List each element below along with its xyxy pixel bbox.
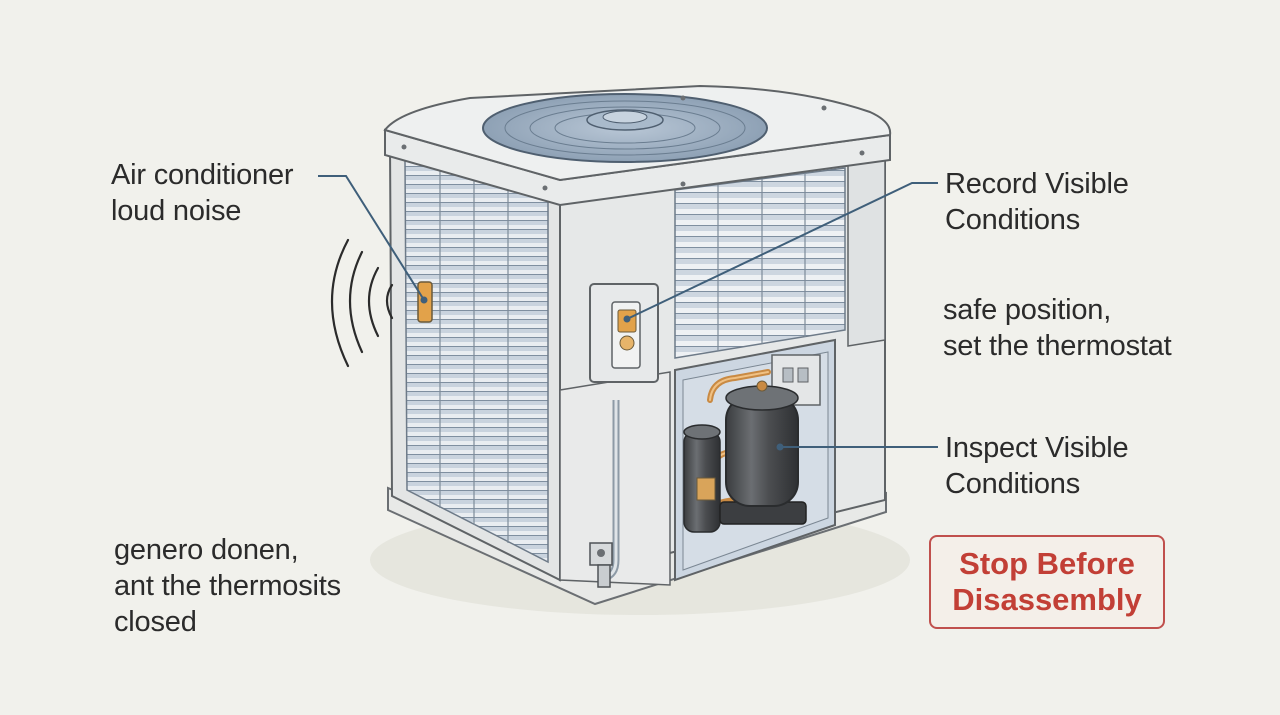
- stop-before-disassembly-warning: Stop Before Disassembly: [929, 535, 1165, 629]
- disconnect-box-icon: [589, 283, 659, 383]
- callout-line: Inspect Visible: [945, 432, 1129, 464]
- callout-line: Air conditioner: [111, 159, 294, 191]
- fan-grille-icon: [482, 93, 768, 163]
- callout-safe-position: safe position, set the thermostat: [943, 292, 1172, 364]
- compressor-small-icon: [683, 424, 721, 533]
- callout-air-conditioner-noise: Air conditioner loud noise: [111, 157, 294, 229]
- callout-line: Conditions: [945, 204, 1081, 236]
- service-valve-icon: [589, 542, 613, 588]
- callout-line: Conditions: [945, 468, 1081, 500]
- warning-line: Disassembly: [952, 582, 1142, 617]
- callout-line: ant the thermosits: [114, 570, 341, 602]
- callout-line: set the thermostat: [943, 330, 1172, 362]
- callout-line: closed: [114, 606, 197, 638]
- callout-line: safe position,: [943, 294, 1112, 326]
- warning-line: Stop Before: [959, 546, 1135, 581]
- callout-genero-donen: genero donen, ant the thermosits closed: [114, 532, 341, 640]
- compressor-icon: [719, 380, 807, 525]
- callout-inspect-visible-conditions: Inspect Visible Conditions: [945, 430, 1129, 502]
- callout-line: genero donen,: [114, 534, 299, 566]
- leader-lines: [318, 175, 938, 448]
- callout-line: Record Visible: [945, 168, 1129, 200]
- sound-waves-icon: [330, 238, 394, 368]
- callout-record-visible-conditions: Record Visible Conditions: [945, 166, 1129, 238]
- callout-line: loud noise: [111, 195, 242, 227]
